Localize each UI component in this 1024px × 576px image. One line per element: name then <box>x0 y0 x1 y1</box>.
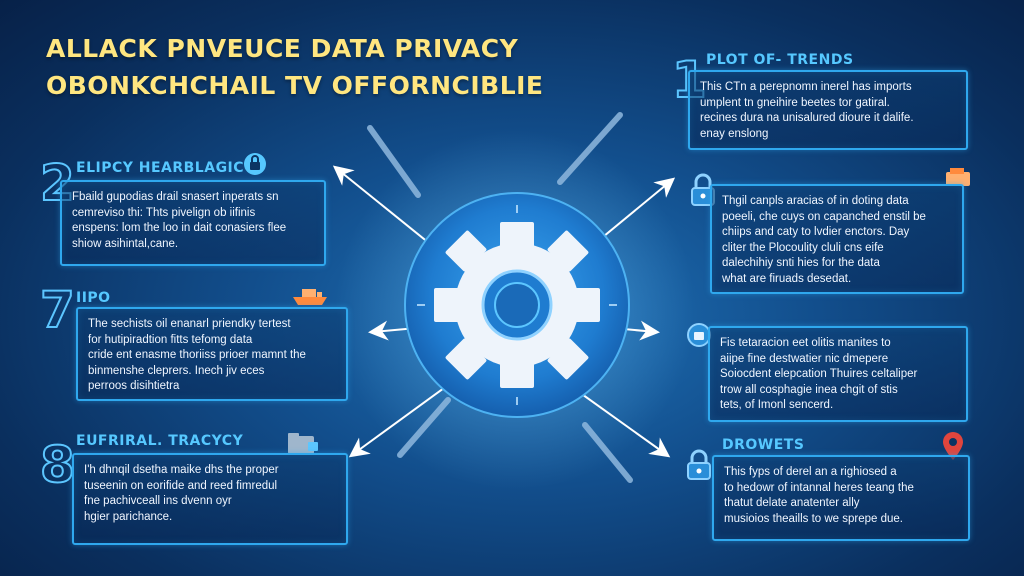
panel-text-line: perroos disihtietra <box>88 380 180 392</box>
panel-text-line: enspens: lom the loo in dait conasiers f… <box>72 222 287 234</box>
info-panel-left-3: I'h dhnqil dsetha maike dhs the proper t… <box>72 453 348 545</box>
section-title: IIPO <box>76 290 111 306</box>
section-title: PLOT OF- TRENDS <box>706 52 854 68</box>
panel-text-line: I'h dhnqil dsetha maike dhs the proper <box>84 464 279 476</box>
panel-text-line: The sechists oil enanarl priendky tertes… <box>88 318 291 330</box>
title-line-2: OBONKCHCHAIL TV OFFORNCIBLIE <box>46 71 544 100</box>
panel-text-line: aiipe fine destwatier nic dmepere <box>720 352 889 365</box>
panel-text-line: dalechihiy snti hies for the data <box>722 257 880 269</box>
panel-text-line: Fis tetaracion eet olitis manites to <box>720 337 891 349</box>
panel-text-line: trow all cosphagie inea chgit of stis <box>720 383 898 396</box>
panel-text-line: binmenshe cleprers. Inech jiv eces <box>88 364 265 377</box>
panel-text-line: tuseenin on eorifide and reed fimredul <box>84 479 278 492</box>
info-panel-right-1: This CTn a perepnomn inerel has imports … <box>688 70 968 150</box>
panel-text-line: enay enslong <box>700 127 769 140</box>
lock-icon <box>244 153 266 175</box>
panel-text-line: what are firuads desedat. <box>722 272 852 285</box>
panel-text-line: Fbaild gupodias drail snasert inperats s… <box>72 191 279 203</box>
panel-text-line: shiow asihintal,cane. <box>72 237 179 250</box>
info-panel-right-3: Fis tetaracion eet olitis manites to aii… <box>708 326 968 422</box>
panel-text-line: thatut delate anatenter ally <box>724 497 860 509</box>
section-title: EUFRIRAL. TRACYCY <box>76 433 244 449</box>
lock-icon <box>687 449 711 480</box>
panel-text-line: cliter the Plocoulity cluli cns eife <box>722 241 884 254</box>
info-panel-left-1: Fbaild gupodias drail snasert inperats s… <box>60 180 326 266</box>
panel-text-line: chiips and caty to lvdier enctors. Day <box>722 226 910 238</box>
panel-text-line: poeeli, che cuys on capanched enstil be <box>722 210 926 223</box>
panel-text-line: cride ent enasme thoriiss prioer mamnt t… <box>88 349 306 361</box>
panel-text-line: This CTn a perepnomn inerel has imports <box>700 81 912 93</box>
panel-text-line: tets, of Imonl sencerd. <box>720 399 834 411</box>
panel-text-line: This fyps of derel an a righiosed a <box>724 466 897 478</box>
panel-text-line: hgier parichance. <box>84 510 173 523</box>
section-title: ELIPCY HEARBLAGIC <box>76 160 245 176</box>
section-title: DROWETS <box>722 437 805 453</box>
section-number: 8 <box>39 436 76 494</box>
panel-text-line: Thgil canpls aracias of in doting data <box>722 195 909 207</box>
page-title: ALLACK PNVEUCE DATA PRIVACY OBONKCHCHAIL… <box>46 30 544 104</box>
pen-decoration <box>367 112 633 483</box>
info-panel-right-4: This fyps of derel an a righiosed a to h… <box>712 455 970 541</box>
location-pin-icon <box>943 432 963 460</box>
folder-lock-icon <box>288 433 318 454</box>
padlock-icon <box>691 173 715 206</box>
title-line-1: ALLACK PNVEUCE DATA PRIVACY <box>46 34 519 63</box>
device-icon <box>946 168 970 186</box>
info-panel-left-2: The sechists oil enanarl priendky tertes… <box>76 307 348 401</box>
info-panel-right-2: Thgil canpls aracias of in doting data p… <box>710 184 964 294</box>
section-number: 7 <box>39 281 76 339</box>
panel-text-line: umplent tn gneihire beetes tor gatiral. <box>700 96 890 109</box>
ship-icon <box>293 289 327 305</box>
panel-text-line: musioios theaills to we sprepe due. <box>724 512 903 525</box>
panel-text-line: recines dura na unisalured dioure it dal… <box>700 112 914 124</box>
panel-text-line: cemreviso thi: Thts pivelign ob iifinis <box>72 206 256 219</box>
panel-text-line: Soiocdent elepcation Thuires celtaliper <box>720 368 918 380</box>
panel-text-line: for hutipiradtion fitts tefomg data <box>88 333 253 346</box>
panel-text-line: fne pachivceall ins dvenn oyr <box>84 495 232 507</box>
panel-text-line: to hedowr of intannal heres teang the <box>724 481 914 494</box>
